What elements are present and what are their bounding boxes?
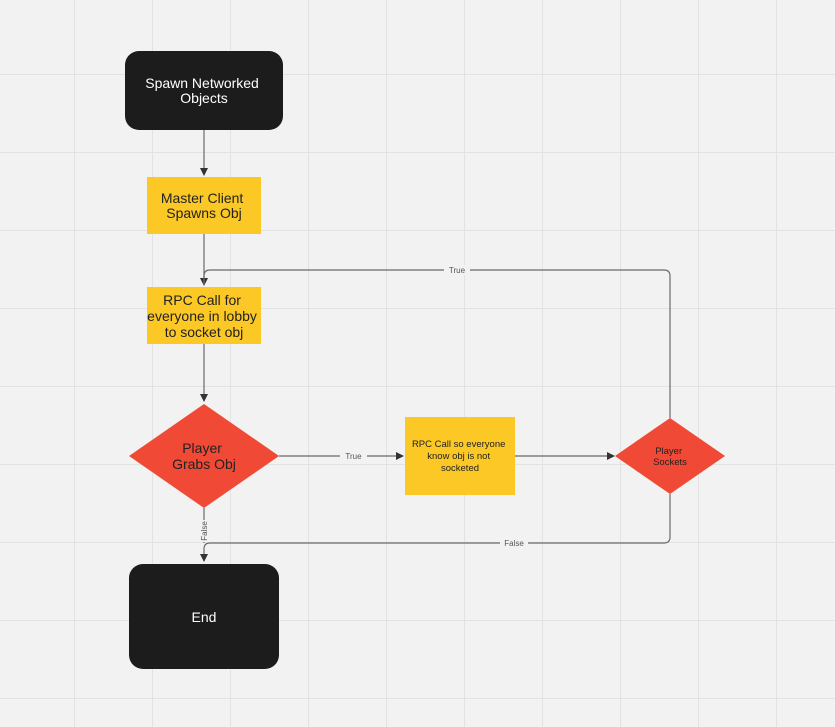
- node-grabs-shape: [129, 404, 279, 508]
- edge-sockets-false[interactable]: [200, 494, 671, 562]
- node-grabs-label: Player Grabs Obj: [172, 440, 236, 472]
- edge-label-sockets-false: False: [500, 538, 528, 548]
- node-rpc-socket-label: RPC Call for everyone in lobby to socket…: [147, 292, 261, 340]
- node-sockets-label: Player Sockets: [653, 446, 687, 468]
- node-sockets-shape: [615, 418, 725, 494]
- node-end-shape: [129, 564, 279, 669]
- node-rpc-socket-shape: [147, 287, 261, 344]
- edge-label-grabs-true: True: [340, 451, 367, 461]
- edge-label-grabs-false: False: [199, 520, 209, 542]
- edge-sockets-true[interactable]: [203, 269, 671, 418]
- node-end[interactable]: End: [129, 564, 279, 669]
- svg-text:False: False: [504, 539, 524, 548]
- node-master-client-spawns[interactable]: Master Client Spawns Obj: [147, 177, 261, 234]
- node-end-label: End: [192, 609, 217, 625]
- node-rpc-call-not-socketed[interactable]: RPC Call so everyone know obj is not soc…: [405, 417, 515, 495]
- svg-text:False: False: [200, 521, 209, 541]
- node-rpc-not-socketed-shape: [405, 417, 515, 495]
- edge-label-sockets-true: True: [444, 265, 470, 275]
- svg-text:True: True: [345, 452, 362, 461]
- edge-labels: True True False False: [199, 265, 528, 548]
- node-player-grabs-obj[interactable]: Player Grabs Obj: [129, 404, 279, 508]
- edges: [200, 130, 671, 562]
- node-master-shape: [147, 177, 261, 234]
- node-rpc-not-socketed-label: RPC Call so everyone know obj is not soc…: [412, 439, 508, 474]
- node-master-label: Master Client Spawns Obj: [161, 190, 247, 221]
- node-player-sockets[interactable]: Player Sockets: [615, 418, 725, 494]
- node-spawn-shape: [125, 51, 283, 130]
- node-spawn-label: Spawn Networked Objects: [145, 75, 263, 106]
- svg-text:True: True: [449, 266, 466, 275]
- node-rpc-call-socket[interactable]: RPC Call for everyone in lobby to socket…: [147, 287, 261, 344]
- node-spawn-networked-objects[interactable]: Spawn Networked Objects: [125, 51, 283, 130]
